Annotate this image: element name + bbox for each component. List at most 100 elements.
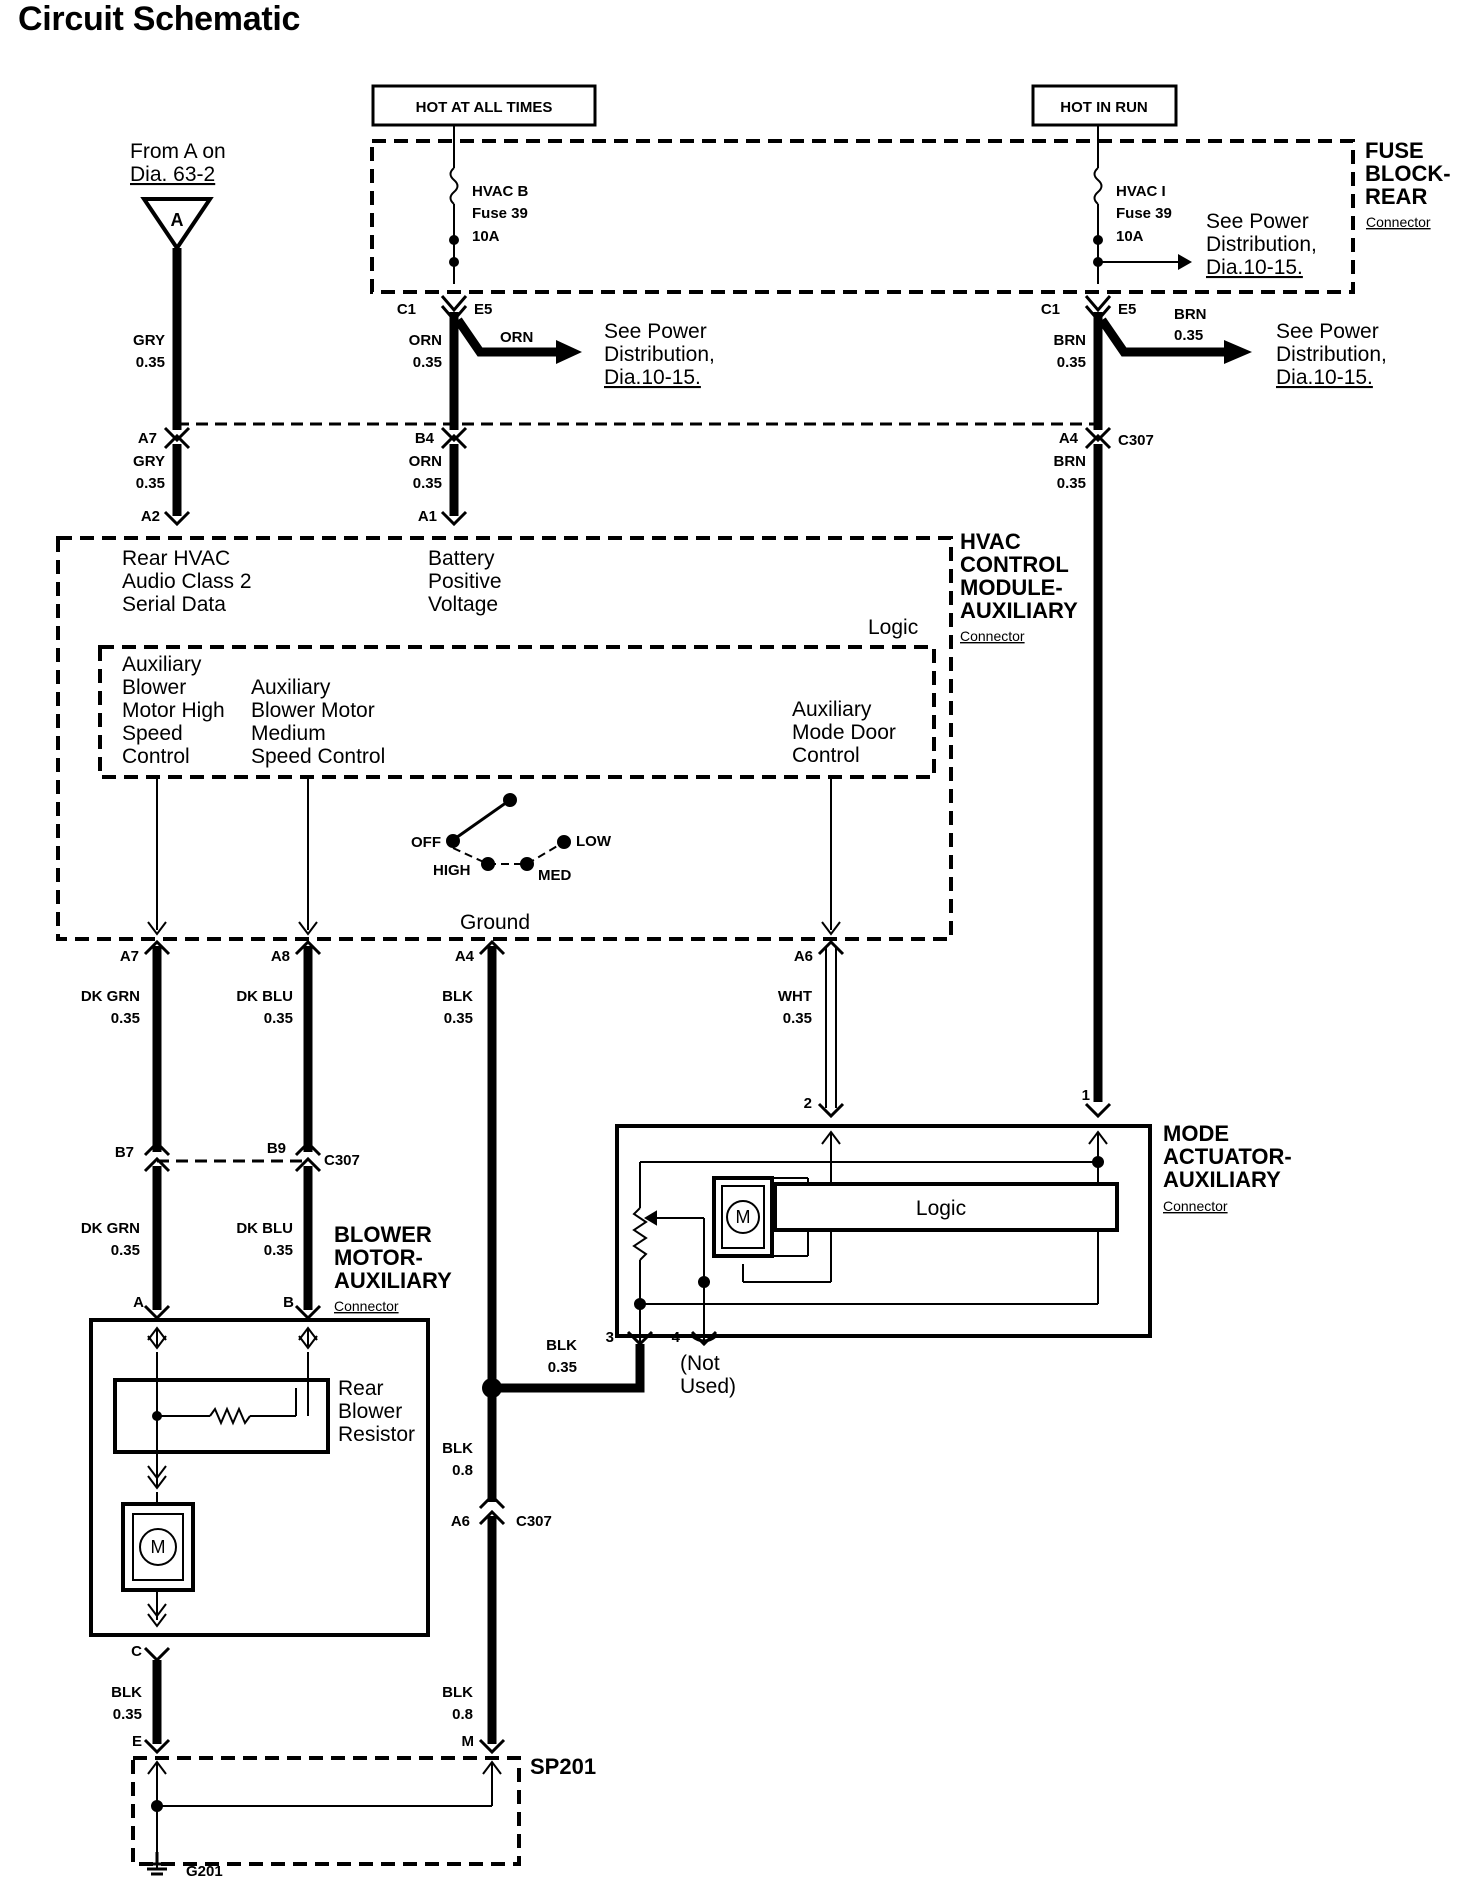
hvac-module-name-1: HVAC [960,529,1021,554]
mode-actuator-logic-label: Logic [916,1197,966,1220]
blower-motor-icon [121,1452,195,1628]
wht-1-gauge: 0.35 [783,1010,812,1027]
fuse-i-fuse: Fuse 39 [1116,205,1172,222]
wire-brn [1093,312,1228,1102]
switch-med: MED [538,867,572,884]
pin-e5-left: E5 [474,301,492,318]
pin-a1-desc-3: Voltage [428,593,498,616]
resistor-label-3: Resistor [338,1423,415,1446]
blower-name-3: AUXILIARY [334,1268,452,1293]
blk-mode-gauge: 0.35 [548,1359,577,1376]
pin-m: M [462,1733,475,1750]
dkgrn-2-color: DK GRN [81,1220,140,1237]
brn-branch-arrow [1224,340,1252,364]
c307-top-connectors [163,426,1112,450]
hot-in-run-box [1031,84,1178,127]
fuse-i-name: HVAC I [1116,183,1166,200]
blower-connector: Connector [334,1298,399,1314]
from-ref-flag-letter: A [171,210,184,230]
brn-mid-color: BRN [1054,453,1087,470]
orn-mid-gauge: 0.35 [413,475,442,492]
mode-actuator-connector: Connector [1163,1198,1228,1214]
pin-e: E [132,1733,142,1750]
fuse-b-fuse: Fuse 39 [472,205,528,222]
sp201-internal [147,1760,502,1868]
brn-top-color: BRN [1054,332,1087,349]
wht-1-color: WHT [778,988,812,1005]
switch-high: HIGH [433,862,471,879]
dkblu-2-color: DK BLU [236,1220,293,1237]
hot-at-all-times-box [371,84,597,127]
hvac-module-name-4: AUXILIARY [960,598,1078,623]
hvac-module-connector: Connector [960,628,1025,644]
high-speed-4: Speed [122,722,183,745]
pin-a2-desc-3: Serial Data [122,593,226,616]
blk-08b-gauge: 0.8 [452,1706,473,1723]
mode-actuator-logic-box [773,1182,1119,1232]
page-title: Circuit Schematic [18,0,301,38]
brn-ref-line2: Distribution, [1276,343,1387,366]
fuse-block-name-3: REAR [1365,184,1427,209]
mode-actuator-internal-wiring [632,1130,1108,1344]
resistor-label-1: Rear [338,1377,384,1400]
from-ref-line1: From A on [130,140,226,163]
hvac-module-name-2: CONTROL [960,552,1069,577]
splice-dot [482,1378,502,1398]
switch-low: LOW [576,833,612,850]
blk-1-color: BLK [442,988,473,1005]
pin-a6: A6 [794,948,813,965]
dkgrn-1-gauge: 0.35 [111,1010,140,1027]
fuse-i-rating: 10A [1116,228,1144,245]
pin-a7-top: A7 [138,430,157,447]
fuse-hvac-i [1093,125,1192,284]
lower-thick-wires [152,946,645,1744]
blower-motor-m: M [151,1537,166,1557]
blower-motor-box [89,1318,430,1637]
wire-wht [825,946,837,1108]
mode-actuator-name-1: MODE [1163,1121,1229,1146]
hvac-logic-label: Logic [868,616,918,639]
c1-e5-left-connector [440,295,468,323]
pin-a2-desc-2: Audio Class 2 [122,570,252,593]
blk-1-gauge: 0.35 [444,1010,473,1027]
pin-a6-low: A6 [451,1513,470,1530]
fuse-block-outline [370,139,1355,294]
fuse-block-name-1: FUSE [1365,138,1424,163]
fuse-b-rating: 10A [472,228,500,245]
pin-a2-desc-1: Rear HVAC [122,547,230,570]
orn-top-gauge: 0.35 [413,354,442,371]
ground-g201-label: G201 [186,1863,223,1880]
gry-top-color: GRY [133,332,165,349]
fuse-ref-line3: Dia.10-15. [1206,256,1303,279]
pin-c: C [131,1643,142,1660]
gry-top-gauge: 0.35 [136,354,165,371]
module-ground-label: Ground [460,911,530,934]
pin-3: 3 [606,1329,614,1346]
pin-a8: A8 [271,948,290,965]
brn-ref-line1: See Power [1276,320,1379,343]
hot-at-all-times-label: HOT AT ALL TIMES [416,99,553,116]
module-exit-connectors [143,939,845,956]
pin-1: 1 [1082,1087,1090,1104]
pin-b9: B9 [267,1140,286,1157]
orn-top-color: ORN [409,332,442,349]
mode-door-1: Auxiliary [792,698,872,721]
high-speed-3: Motor High [122,699,225,722]
pin-c1-right: C1 [1041,301,1060,318]
sp201-label: SP201 [530,1754,596,1779]
orn-branch-arrow [556,340,582,364]
c307-top-label: C307 [1118,432,1154,449]
orn-ref-line2: Distribution, [604,343,715,366]
mode-actuator-name-3: AUXILIARY [1163,1167,1281,1192]
blower-name-1: BLOWER [334,1222,432,1247]
pin-a: A [133,1294,144,1311]
medium-speed-4: Speed Control [251,745,385,768]
blower-speed-switch [446,793,571,871]
blk-c-gauge: 0.35 [113,1706,142,1723]
fuse-block-name-2: BLOCK- [1365,161,1451,186]
sp201-outline [131,1756,521,1866]
pin-a1-desc-2: Positive [428,570,502,593]
blk-08b-color: BLK [442,1684,473,1701]
resistor-icon [152,1352,309,1452]
high-speed-2: Blower [122,676,186,699]
